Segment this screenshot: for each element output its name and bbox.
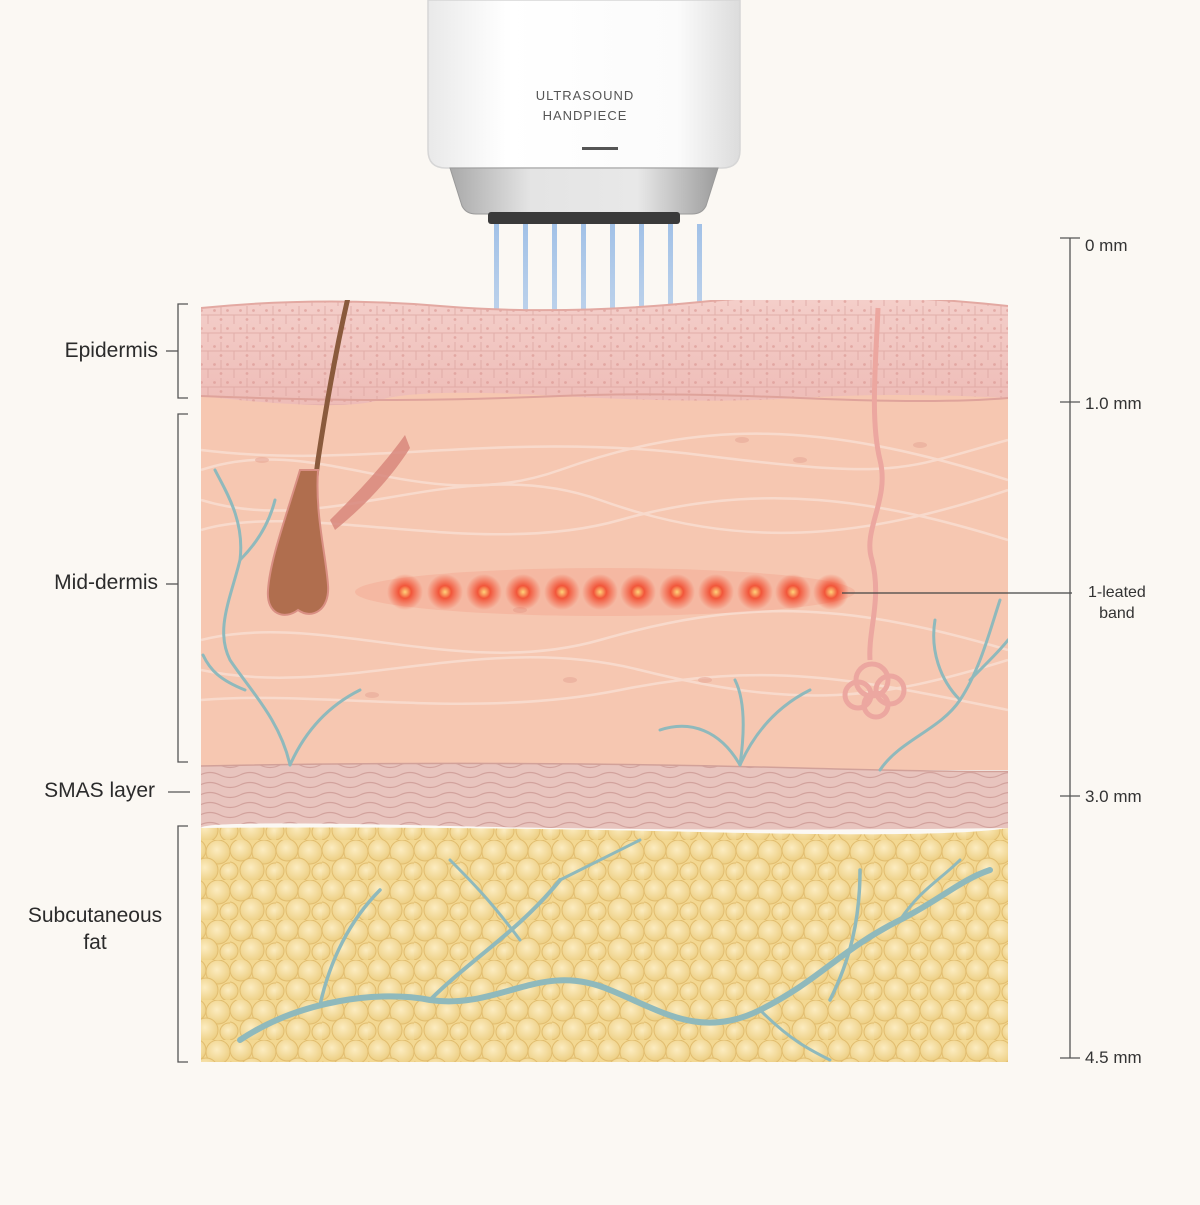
ultrasound-handpiece: [427, 0, 741, 224]
fat-layer: [201, 827, 1008, 1062]
layer-brackets: [166, 303, 190, 1063]
heat-point: [466, 574, 502, 610]
heat-point: [387, 574, 423, 610]
label-subcutaneous-fat: Subcutaneous fat: [20, 902, 170, 956]
heat-point: [737, 574, 773, 610]
label-epidermis: Epidermis: [64, 339, 158, 362]
dermis-blood-vessels: [201, 468, 1008, 772]
device-label: ULTRASOUND HANDPIECE: [430, 86, 740, 126]
heat-point: [620, 574, 656, 610]
label-fat-line1: Subcutaneous: [27, 904, 163, 927]
depth-scale: [1060, 237, 1080, 1059]
heat-point: [813, 574, 849, 610]
heat-point: [427, 574, 463, 610]
depth-tick-0: 0 mm: [1085, 236, 1128, 255]
device-label-line1: ULTRASOUND: [535, 88, 635, 103]
heated-band-label-line1: 1-leated: [1088, 584, 1146, 601]
heat-point: [582, 574, 618, 610]
skin-block: [201, 300, 1008, 1062]
depth-tick-3: 3.0 mm: [1085, 787, 1142, 806]
label-fat-line2: fat: [83, 931, 107, 954]
heat-point: [505, 574, 541, 610]
fat-blood-vessels: [237, 838, 993, 1062]
sweat-gland: [842, 307, 907, 720]
heated-band-label: 1-leated band: [1088, 582, 1146, 624]
heat-point: [544, 574, 580, 610]
heated-band-label-line2: band: [1099, 605, 1135, 622]
label-mid-dermis: Mid-dermis: [54, 571, 158, 594]
hair-follicle: [266, 300, 410, 616]
device-label-line2: HANDPIECE: [542, 108, 628, 123]
heat-point: [659, 574, 695, 610]
depth-tick-4-5: 4.5 mm: [1085, 1048, 1142, 1067]
heat-point: [775, 574, 811, 610]
heat-point: [698, 574, 734, 610]
label-smas-layer: SMAS layer: [44, 779, 155, 802]
heated-band: [355, 568, 855, 616]
depth-tick-1: 1.0 mm: [1085, 394, 1142, 413]
